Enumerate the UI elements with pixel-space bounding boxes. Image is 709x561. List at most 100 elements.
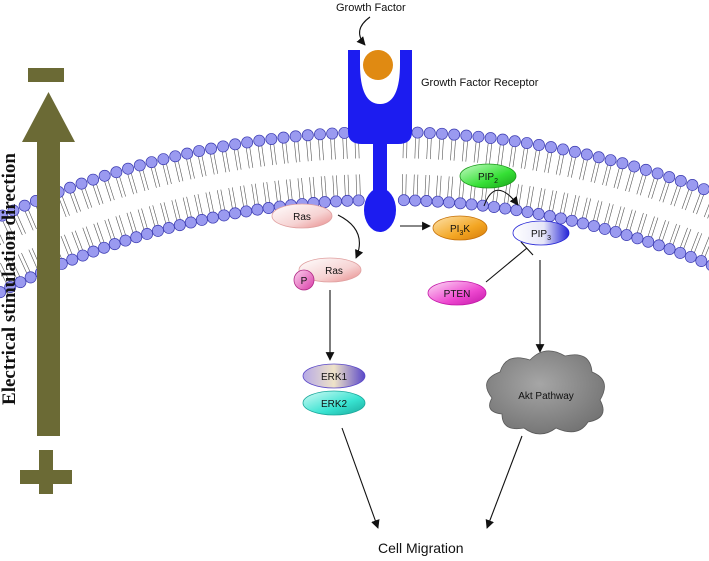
lipid-head [616, 157, 629, 170]
lipid-head [169, 150, 182, 163]
lipid-head [64, 181, 76, 194]
lipid-head [206, 211, 219, 224]
ras-p-label: Ras [325, 266, 343, 277]
lipid-head [18, 199, 31, 212]
lipid-head [465, 198, 478, 211]
ras-label: Ras [293, 212, 311, 223]
pip3-label: PIP3 [531, 229, 551, 242]
lipid-head [205, 142, 218, 155]
akt-pathway-label: Akt Pathway [518, 391, 574, 402]
direction-label: Electrical stimulation direction [0, 153, 20, 405]
plus-sign [20, 450, 72, 494]
receptor-label: Growth Factor Receptor [421, 77, 539, 89]
lipid-head [520, 137, 533, 149]
pten-inhibition-bar [520, 241, 534, 256]
lipid-head [674, 246, 687, 259]
lipid-head [460, 129, 473, 142]
lipid-head [240, 205, 253, 218]
erk1-label: ERK1 [321, 372, 348, 383]
lipid-head [587, 220, 600, 233]
lipid-head [695, 255, 708, 267]
lipid-head [496, 133, 509, 146]
lipid-head [341, 194, 354, 207]
lipid-head [75, 177, 88, 190]
lipid-head [181, 147, 194, 160]
lipid-head [162, 221, 175, 234]
lipid-head [4, 281, 17, 294]
lipid-head [157, 153, 170, 166]
ras-phosphorylated-molecule [298, 257, 362, 283]
pip3-label-sub: 3 [547, 235, 551, 242]
lipid-head [557, 143, 569, 156]
lipid-head [151, 224, 164, 237]
lipid-head [604, 154, 617, 167]
pten-molecule [427, 280, 487, 306]
erk1-molecule [302, 363, 366, 389]
lipid-head [521, 206, 534, 218]
lipid-head [318, 196, 331, 209]
pip2-molecule [459, 163, 517, 189]
pten-inhibition-line [485, 247, 528, 283]
lipid-head [663, 243, 676, 256]
lipid-head [7, 204, 20, 217]
phosphate-group [293, 269, 315, 291]
lipid-head [543, 210, 556, 223]
lipid-head [145, 156, 158, 169]
lipid-head [397, 194, 410, 207]
lipid-head [484, 132, 497, 145]
pip2-label: PIP2 [478, 172, 498, 185]
growth-factor-receptor [348, 50, 412, 232]
cell-membrane [0, 126, 709, 299]
lipid-head [0, 286, 7, 299]
lipid-head [472, 130, 485, 143]
lipid-head [639, 163, 652, 176]
lipid-head [565, 214, 578, 227]
lipid-head [620, 229, 633, 242]
lipid-head [436, 127, 448, 140]
lipid-head [87, 173, 100, 186]
lipid-head [87, 245, 100, 258]
lipid-head [66, 253, 79, 266]
lipid-head [229, 207, 242, 220]
pip2-label-a: PIP [478, 172, 494, 183]
lipid-tail [703, 203, 709, 218]
lipid-head [326, 127, 339, 140]
lipid-head [499, 202, 512, 215]
lipid-head [352, 194, 365, 207]
ligand-binding-arrow [356, 16, 371, 46]
lipid-head [674, 175, 687, 187]
growth-factor-ligand [363, 50, 393, 80]
lipid-head [98, 169, 111, 182]
lipid-head [420, 195, 433, 207]
phosphate-label: P [301, 276, 308, 287]
lipid-head [277, 131, 290, 144]
lipid-head [431, 195, 444, 208]
lipid-head [476, 199, 489, 212]
pi3k-molecule [432, 215, 488, 241]
lipid-head [195, 214, 208, 226]
lipid-head [262, 202, 275, 214]
lipid-head [110, 166, 123, 179]
lipid-head [184, 216, 197, 229]
lipid-head [554, 212, 567, 225]
lipid-head [133, 159, 146, 172]
erk2-molecule [302, 390, 366, 416]
lipid-head [14, 276, 27, 289]
lipid-head [265, 133, 278, 146]
lipid-head [253, 134, 266, 147]
pten-label: PTEN [444, 289, 471, 300]
lipid-head [598, 222, 611, 235]
lipid-head [631, 232, 644, 245]
lipid-head [301, 129, 314, 142]
lipid-head [24, 271, 37, 284]
lipid-head [652, 239, 665, 252]
lipid-head [119, 234, 132, 247]
lipid-head [705, 260, 709, 271]
lipid-head [510, 204, 523, 217]
lipid-head [409, 194, 422, 207]
pi3k-label-b: K [463, 224, 470, 235]
lipid-head [76, 249, 89, 262]
lipid-head [686, 179, 699, 191]
ras-activation-arrow [337, 214, 364, 259]
